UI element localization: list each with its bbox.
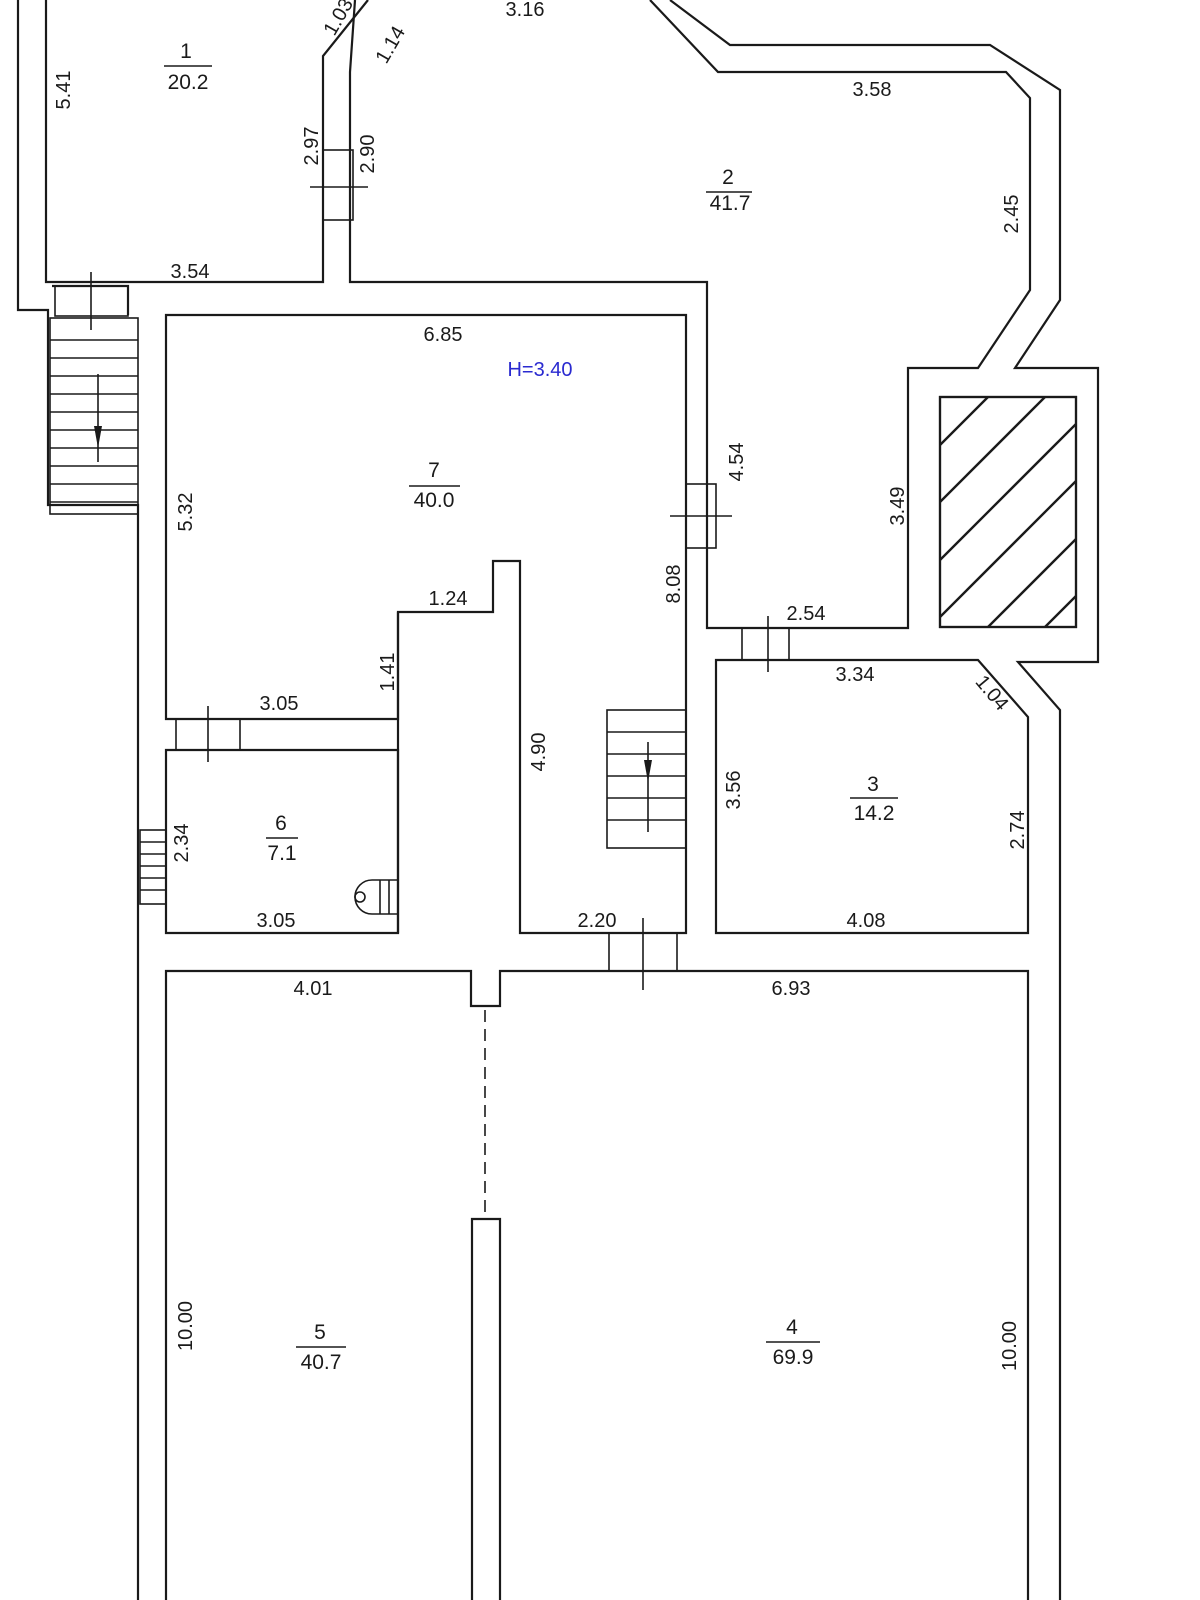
dim-r3-right: 2.74 — [1007, 811, 1029, 850]
room-number: 1 — [180, 40, 192, 63]
room-number: 7 — [428, 459, 440, 482]
doors — [54, 149, 790, 990]
ceiling-height-label: H=3.40 — [507, 359, 572, 381]
room2-outer-wall — [348, 0, 1032, 630]
room-area: 69.9 — [773, 1346, 814, 1369]
dim-r7-left: 5.32 — [175, 493, 197, 532]
room7-wall — [164, 313, 688, 935]
room-number: 3 — [867, 773, 879, 796]
room-label-3: 3 14.2 — [850, 773, 898, 825]
boiler-icon — [354, 879, 398, 915]
dim-r7-bottom: 2.20 — [578, 910, 617, 932]
room-area: 20.2 — [168, 71, 209, 94]
dim-r5-left: 10.00 — [175, 1301, 197, 1351]
dimension-labels: 5.41 3.54 2.97 1.03 3.16 1.14 2.90 3.58 … — [53, 0, 1029, 1371]
dim-r1-right: 2.97 — [301, 127, 323, 166]
dim-r3-left: 3.56 — [723, 771, 745, 810]
stair-left — [49, 317, 139, 515]
partition-wall — [470, 1217, 502, 1600]
dim-r2-bottom: 2.54 — [787, 603, 826, 625]
door-room1 — [54, 272, 129, 330]
room1-door-top — [52, 284, 130, 315]
dim-r3-top: 3.34 — [836, 664, 875, 686]
dim-r6-bottom: 3.05 — [257, 910, 296, 932]
room-area: 40.7 — [301, 1351, 342, 1374]
dim-r2-upper-right: 3.58 — [853, 79, 892, 101]
dim-r2-top: 3.16 — [506, 0, 545, 21]
room-number: 6 — [275, 812, 287, 835]
dim-r3-corner: 1.04 — [971, 671, 1013, 715]
room3-wall — [714, 658, 1030, 935]
dim-r7-top: 6.85 — [424, 324, 463, 346]
door-room1-room2 — [310, 149, 368, 221]
shaft-hatch — [938, 395, 1078, 629]
room1-inner-left-wall — [44, 0, 369, 284]
dim-r2-shaft: 3.49 — [887, 487, 909, 526]
dim-r7-right-upper: 4.54 — [726, 443, 748, 482]
room-number: 4 — [786, 1316, 798, 1339]
room-label-7: 7 40.0 — [409, 459, 460, 512]
door-room7-room2 — [670, 483, 732, 549]
dim-r2-left-diag: 1.14 — [372, 23, 411, 68]
dim-r4-top: 6.93 — [772, 978, 811, 1000]
dim-r7-inner: 4.90 — [528, 733, 550, 772]
door-room7-room6 — [175, 706, 241, 762]
stair-left-arrow-icon — [94, 426, 102, 448]
dim-r2-right: 2.45 — [1001, 195, 1023, 234]
room-number: 5 — [314, 1321, 326, 1344]
room-area: 14.2 — [854, 802, 895, 825]
room5-wall — [164, 969, 1030, 1600]
door-room6-outside — [139, 829, 167, 905]
walls — [16, 0, 1100, 1600]
dim-r7-mid-wall: 3.05 — [260, 693, 299, 715]
dim-r1-bottom: 3.54 — [171, 261, 210, 283]
room-label-6: 6 7.1 — [266, 812, 298, 865]
dim-r7-step-top: 1.24 — [429, 588, 468, 610]
dim-r4-right: 10.00 — [999, 1321, 1021, 1371]
dim-r6-left: 2.34 — [171, 824, 193, 863]
room-area: 7.1 — [267, 842, 296, 865]
outer-left-wall — [16, 0, 140, 1600]
dim-r3-bottom: 4.08 — [847, 910, 886, 932]
room-label-5: 5 40.7 — [296, 1321, 346, 1374]
room-label-4: 4 69.9 — [766, 1316, 820, 1369]
dim-r5-top: 4.01 — [294, 978, 333, 1000]
room-area: 41.7 — [710, 192, 751, 215]
dim-r2-left: 2.90 — [357, 135, 379, 174]
shaft-wall — [938, 395, 1078, 629]
room-label-1: 1 20.2 — [164, 40, 212, 94]
room-number: 2 — [722, 166, 734, 189]
room-area: 40.0 — [414, 489, 455, 512]
door-room2-room3 — [741, 616, 790, 672]
dim-r7-step-side: 1.41 — [377, 653, 399, 692]
dim-r1-left: 5.41 — [53, 71, 75, 110]
room2-top-outer-wall — [669, 0, 1100, 1600]
dim-r7-right: 8.08 — [663, 565, 685, 604]
room-label-2: 2 41.7 — [706, 166, 752, 215]
door-room7-hall — [608, 918, 678, 990]
stair-room7-arrow-icon — [644, 760, 652, 782]
stair-room7 — [606, 709, 687, 849]
